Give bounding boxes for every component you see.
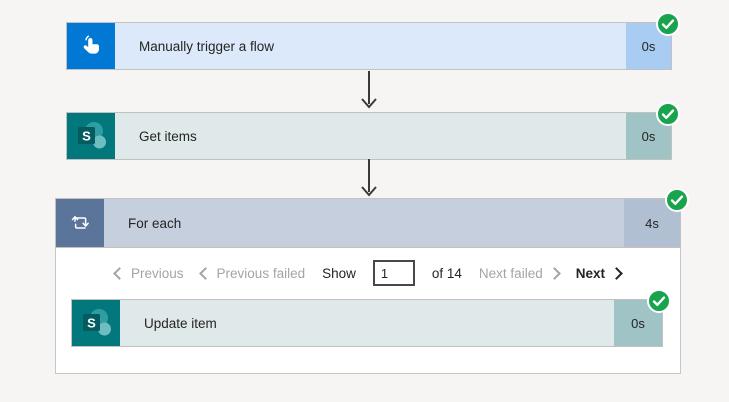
previous-label: Previous <box>131 265 184 281</box>
of-total-label: of 14 <box>431 265 462 281</box>
chevron-left-icon <box>198 266 212 280</box>
next-button[interactable]: Next <box>575 265 623 281</box>
card-title: Get items <box>115 113 626 159</box>
next-label: Next <box>575 265 605 281</box>
sharepoint-icon: S <box>72 300 120 346</box>
chevron-left-icon <box>113 266 126 280</box>
action-card-for-each[interactable]: For each 4s <box>55 188 689 248</box>
status-succeeded-icon <box>664 187 690 213</box>
action-card-get-items[interactable]: S Get items 0s <box>66 102 680 160</box>
next-failed-label: Next failed <box>478 265 543 281</box>
sharepoint-icon: S <box>67 113 115 159</box>
show-label: Show <box>322 265 356 281</box>
for-each-loop-icon <box>56 199 104 247</box>
page-number-input[interactable] <box>372 260 415 286</box>
action-card-manually-trigger-a-flow[interactable]: Manually trigger a flow 0s <box>66 12 680 70</box>
card-title: For each <box>104 199 624 247</box>
chevron-right-icon <box>610 266 623 280</box>
connector-arrow <box>358 71 380 111</box>
card-title: Update item <box>120 300 614 346</box>
iteration-pagination: Previous Previous failed Show of 14 Next… <box>56 257 680 289</box>
previous-failed-label: Previous failed <box>216 265 306 281</box>
for-each-scope: For each 4s Previous Previous failed Sho… <box>55 188 689 374</box>
chevron-right-icon <box>547 266 561 280</box>
next-failed-button[interactable]: Next failed <box>478 265 561 281</box>
svg-text:S: S <box>87 316 96 331</box>
status-succeeded-icon <box>646 288 672 314</box>
connector-arrow <box>358 159 380 199</box>
manual-trigger-icon <box>67 23 115 69</box>
status-succeeded-icon <box>655 101 681 127</box>
action-card-update-item[interactable]: S Update item 0s <box>71 289 671 347</box>
svg-text:S: S <box>82 129 91 144</box>
status-succeeded-icon <box>655 11 681 37</box>
card-title: Manually trigger a flow <box>115 23 626 69</box>
previous-button[interactable]: Previous <box>113 265 184 281</box>
previous-failed-button[interactable]: Previous failed <box>198 265 306 281</box>
